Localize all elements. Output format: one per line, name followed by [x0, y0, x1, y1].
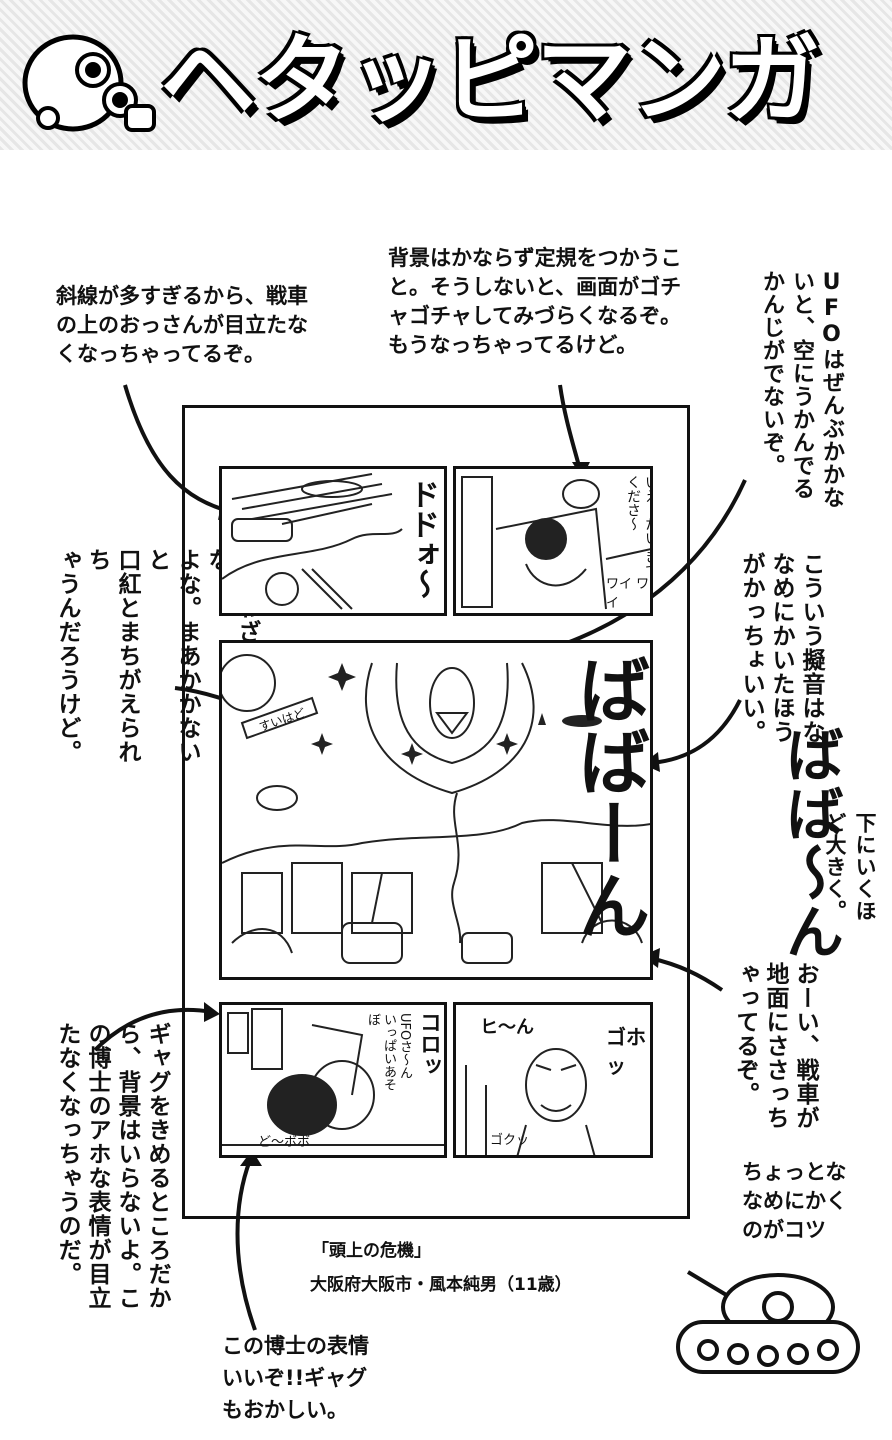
note-line: おーい、戦車が — [792, 962, 818, 1130]
panel-3-sfx: ばばーん — [566, 653, 650, 941]
note-line: なめにかく — [742, 1189, 847, 1213]
note-line: ゃうんだろうけど。 — [54, 548, 80, 764]
note-line: 下にいくほ — [853, 812, 877, 922]
note-bottom-center: この博士の表情 いいぞ!!ギャグ もおかしい。 — [222, 1330, 369, 1426]
note-line: ギャグをきめるところだか — [144, 1022, 170, 1310]
coughing-scientist-drawing — [465, 1048, 596, 1155]
panel-2: いえ〜たい きてくださ〜 ワイ ワイ — [453, 466, 653, 616]
panel-4: コロッ UFOさ〜ん いっぱいあそぼ ど〜ボボ — [219, 1002, 447, 1158]
panel-2-speech: いえ〜たい きてくださ〜 — [625, 475, 653, 578]
crowd-scene-drawing — [461, 476, 650, 610]
panel-4-speech: UFOさ〜ん いっぱいあそぼ — [365, 1013, 412, 1091]
note-bottom-right: ちょっとな なめにかく のがコツ — [742, 1158, 847, 1245]
note-line: たなくなっちゃうのだ。 — [54, 1022, 80, 1286]
note-line: いと、空にうかんでる — [789, 270, 814, 500]
panel-5: ヒ〜ん ゴホッ ゴクッ — [453, 1002, 653, 1158]
gas-mask-logo-icon — [22, 34, 156, 132]
note-top-center: 背景はかならず定規をつかうこ と。そうしないと、画面がゴチ ャゴチャしてみづらく… — [388, 244, 682, 360]
panel-3: ばばーん すいはど — [219, 640, 653, 980]
header-banner: ヘタッピマンガ — [0, 0, 892, 150]
note-line: ちょっとな — [742, 1160, 847, 1184]
note-line: いいぞ!!ギャグ — [222, 1366, 368, 1390]
note-line: ど大きく。 — [823, 812, 847, 922]
comic-author-caption: 大阪府大阪市・風本純男（11歳） — [310, 1275, 572, 1295]
note-below-right: 下にいくほ ど大きく。 — [820, 812, 880, 932]
panel-1-sfx: ドドォ〜 — [404, 479, 439, 599]
manga-page: ドドォ〜 いえ〜たい きてくださ〜 ワイ ワイ — [182, 405, 690, 1219]
note-line: の博士のアホな表情が目立 — [84, 1022, 110, 1310]
note-line: ゃってるぞ。 — [732, 962, 758, 1106]
note-line: くなっちゃってるぞ。 — [56, 342, 265, 366]
note-line: かんじがでないぞ。 — [759, 270, 784, 477]
panel-4-ground-text: ど〜ボボ — [258, 1135, 311, 1150]
ufo-scene-drawing — [222, 654, 650, 964]
note-line: 地面にささっち — [762, 962, 788, 1130]
note-line: 背景はかならず定規をつかうこ — [388, 246, 682, 270]
panel-4-sfx: コロッ — [416, 1011, 441, 1077]
note-top-right: UFOはぜんぶかかな いと、空にうかんでる かんじがでないぞ。 — [756, 270, 846, 530]
tank-doodle-icon — [676, 1270, 860, 1374]
note-line: もうなっちゃってるけど。 — [388, 333, 638, 357]
note-bottom-left: ギャグをきめるところだか ら、背景はいらないよ。こ の博士のアホな表情が目立 た… — [52, 1022, 172, 1322]
note-line: この博士の表情 — [222, 1334, 369, 1358]
note-line: 口紅とまちがえられち — [84, 548, 140, 764]
bababan-sfx-sample: ばば〜ん — [776, 725, 844, 961]
note-line: こういう擬音はな — [798, 552, 824, 744]
comic-title-caption: 「頭上の危機」 — [312, 1241, 431, 1261]
note-top-left: 斜線が多すぎるから、戦車 の上のおっさんが目立たな くなっちゃってるぞ。 — [56, 282, 308, 369]
note-line: 斜線が多すぎるから、戦車 — [56, 284, 308, 308]
note-line: のがコツ — [742, 1218, 826, 1242]
note-mid-right: こういう擬音はな なめにかいたほう がかっちょいい。 — [736, 552, 826, 752]
note-line: なめにかいたほう — [768, 552, 794, 744]
panel-1: ドドォ〜 — [219, 466, 447, 616]
note-line: ャゴチャしてみづらくなるぞ。 — [388, 304, 682, 328]
note-tank: おーい、戦車が 地面にささっち ゃってるぞ。 — [730, 962, 820, 1137]
note-line: よな。まあかかないと — [144, 548, 200, 764]
note-line: もおかしい。 — [222, 1398, 348, 1422]
panel-5-sfx-top: ヒ〜ん — [480, 1017, 534, 1038]
tank-battle-drawing — [222, 473, 403, 610]
page-title: ヘタッピマンガ — [160, 24, 820, 136]
note-line: がかっちょいい。 — [738, 552, 764, 744]
note-line: の上のおっさんが目立たな — [56, 313, 308, 337]
note-line: と。そうしないと、画面がゴチ — [388, 275, 682, 299]
panel-2-sfx: ワイ ワイ — [606, 577, 650, 611]
panel-5-sfx-right: ゴホッ — [606, 1025, 646, 1078]
panel-5-sfx-bottom: ゴクッ — [490, 1133, 530, 1148]
note-line: ら、背景はいらないよ。こ — [114, 1022, 140, 1310]
note-line: UFOはぜんぶかかな — [819, 270, 844, 509]
scientist-gag-drawing — [222, 1008, 444, 1146]
